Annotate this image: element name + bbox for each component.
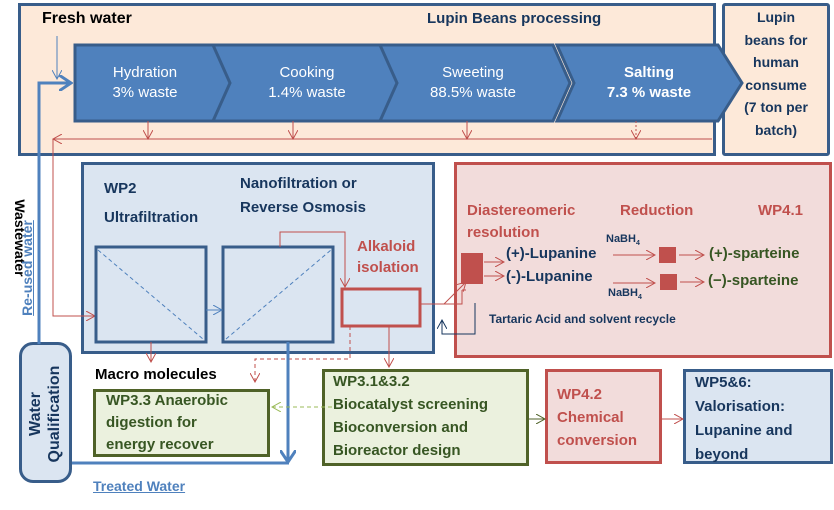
- alkaloid-isolation-title: Alkaloid isolation: [357, 236, 419, 278]
- step-name: Sweeting: [442, 64, 504, 81]
- diastereomeric-line: resolution: [467, 224, 540, 241]
- wp31-line: WP3.1&3.2: [333, 373, 410, 390]
- step-sweeting-chevron: [377, 43, 572, 123]
- reagent-nabh4-top: NaBH4: [606, 233, 640, 247]
- step-waste: 7.3 % waste: [606, 84, 692, 101]
- consume-line: (7 ton per: [744, 99, 808, 115]
- diastereomeric-line: Diastereomeric: [467, 202, 576, 219]
- wp31-line: Bioconversion and: [333, 419, 469, 436]
- wp41-title: WP4.1: [758, 202, 804, 219]
- step-salting: Salting 7.3 % waste: [574, 63, 724, 103]
- wq-line: Qualification: [46, 365, 63, 463]
- plus-sparteine: (+)-sparteine: [709, 245, 800, 262]
- nano-line: Reverse Osmosis: [240, 199, 366, 216]
- minus-sparteine: (−)-sparteine: [708, 272, 799, 289]
- nanofiltration-unit: [221, 245, 335, 344]
- wq-line: Water: [27, 392, 44, 436]
- wp33-line: digestion for: [106, 414, 197, 431]
- consume-line: human: [753, 54, 799, 70]
- wp33-line: energy recover: [106, 436, 214, 453]
- wp2-title: WP2 Ultrafiltration: [104, 174, 198, 232]
- step-cooking: Cooking 1.4% waste: [232, 63, 382, 103]
- consume-line: Lupin: [756, 9, 796, 25]
- resolution-unit: [461, 253, 483, 284]
- recycle-label: Tartaric Acid and solvent recycle: [489, 312, 676, 326]
- step-salting-chevron: [554, 43, 744, 123]
- wp56-line: Lupanine and: [695, 422, 793, 439]
- wp42-line: WP4.2: [557, 386, 603, 403]
- step-waste: 88.5% waste: [430, 84, 516, 101]
- reagent-subscript: 4: [637, 294, 642, 302]
- nanofiltration-title: Nanofiltration or Reverse Osmosis: [240, 172, 366, 220]
- treated-water-label: Treated Water: [93, 478, 186, 494]
- wp42-line: conversion: [557, 432, 638, 449]
- reagent-text: NaBH: [606, 233, 636, 245]
- wp33-box: [93, 389, 270, 457]
- water-qualification-label: Water Qualification: [26, 349, 64, 479]
- wp42-text: WP4.2 Chemical conversion: [557, 383, 637, 452]
- step-sweeting: Sweeting 88.5% waste: [398, 63, 548, 103]
- minus-lupanine: (-)-Lupanine: [506, 268, 593, 285]
- step-name: Hydration: [112, 64, 178, 81]
- alkaloid-line: isolation: [357, 259, 419, 276]
- wp31-line: Bioreactor design: [333, 442, 461, 459]
- fresh-water-label: Fresh water: [42, 10, 132, 27]
- consume-line: batch): [755, 121, 797, 138]
- reduction-title: Reduction: [620, 202, 694, 219]
- wp31-line: Biocatalyst screening: [333, 396, 489, 413]
- reagent-nabh4-bottom: NaBH4: [608, 287, 642, 301]
- wp2-title-line: Ultrafiltration: [104, 209, 199, 226]
- alkaloid-isolation-unit: [340, 287, 422, 328]
- wp31-box: [322, 369, 529, 466]
- reduction-unit-minus: [660, 274, 677, 290]
- wp33-line: WP3.3 Anaerobic: [106, 392, 228, 409]
- wp33-text: WP3.3 Anaerobic digestion for energy rec…: [106, 390, 228, 456]
- step-hydration: Hydration 3% waste: [80, 63, 210, 103]
- lupin-processing-title: Lupin Beans processing: [427, 10, 602, 27]
- alkaloid-line: Alkaloid: [357, 238, 416, 255]
- step-name: Cooking: [279, 64, 335, 81]
- wp56-box: [683, 369, 833, 464]
- wp2-title-line: WP2: [104, 180, 137, 197]
- consume-line: consume: [745, 76, 807, 93]
- diastereomeric-resolution-title: Diastereomeric resolution: [467, 200, 575, 244]
- wp31-text: WP3.1&3.2 Biocatalyst screening Bioconve…: [333, 370, 488, 462]
- reduction-unit-plus: [659, 247, 676, 263]
- reused-water-label: Re-used water: [19, 220, 35, 316]
- macro-molecules-label: Macro molecules: [95, 366, 217, 383]
- consume-line: beans for: [744, 31, 808, 48]
- wp41-box: [454, 162, 832, 358]
- wp42-line: Chemical: [557, 409, 624, 426]
- wp56-line: Valorisation:: [695, 398, 786, 415]
- wp56-line: beyond: [695, 446, 749, 463]
- wp56-line: WP5&6:: [695, 374, 752, 391]
- step-waste: 1.4% waste: [268, 84, 346, 101]
- plus-lupanine: (+)-Lupanine: [506, 245, 597, 262]
- step-name: Salting: [623, 64, 674, 81]
- wp42-box: [545, 369, 662, 464]
- step-waste: 3% waste: [112, 84, 178, 101]
- consume-box-text: Lupin beans for human consume (7 ton per…: [725, 6, 827, 141]
- wp56-text: WP5&6: Valorisation: Lupanine and beyond: [695, 371, 793, 467]
- reagent-text: NaBH: [608, 287, 638, 299]
- ultrafiltration-unit: [94, 245, 208, 344]
- reagent-subscript: 4: [635, 240, 640, 248]
- water-qualification-box: [19, 342, 72, 483]
- nano-line: Nanofiltration or: [240, 175, 357, 192]
